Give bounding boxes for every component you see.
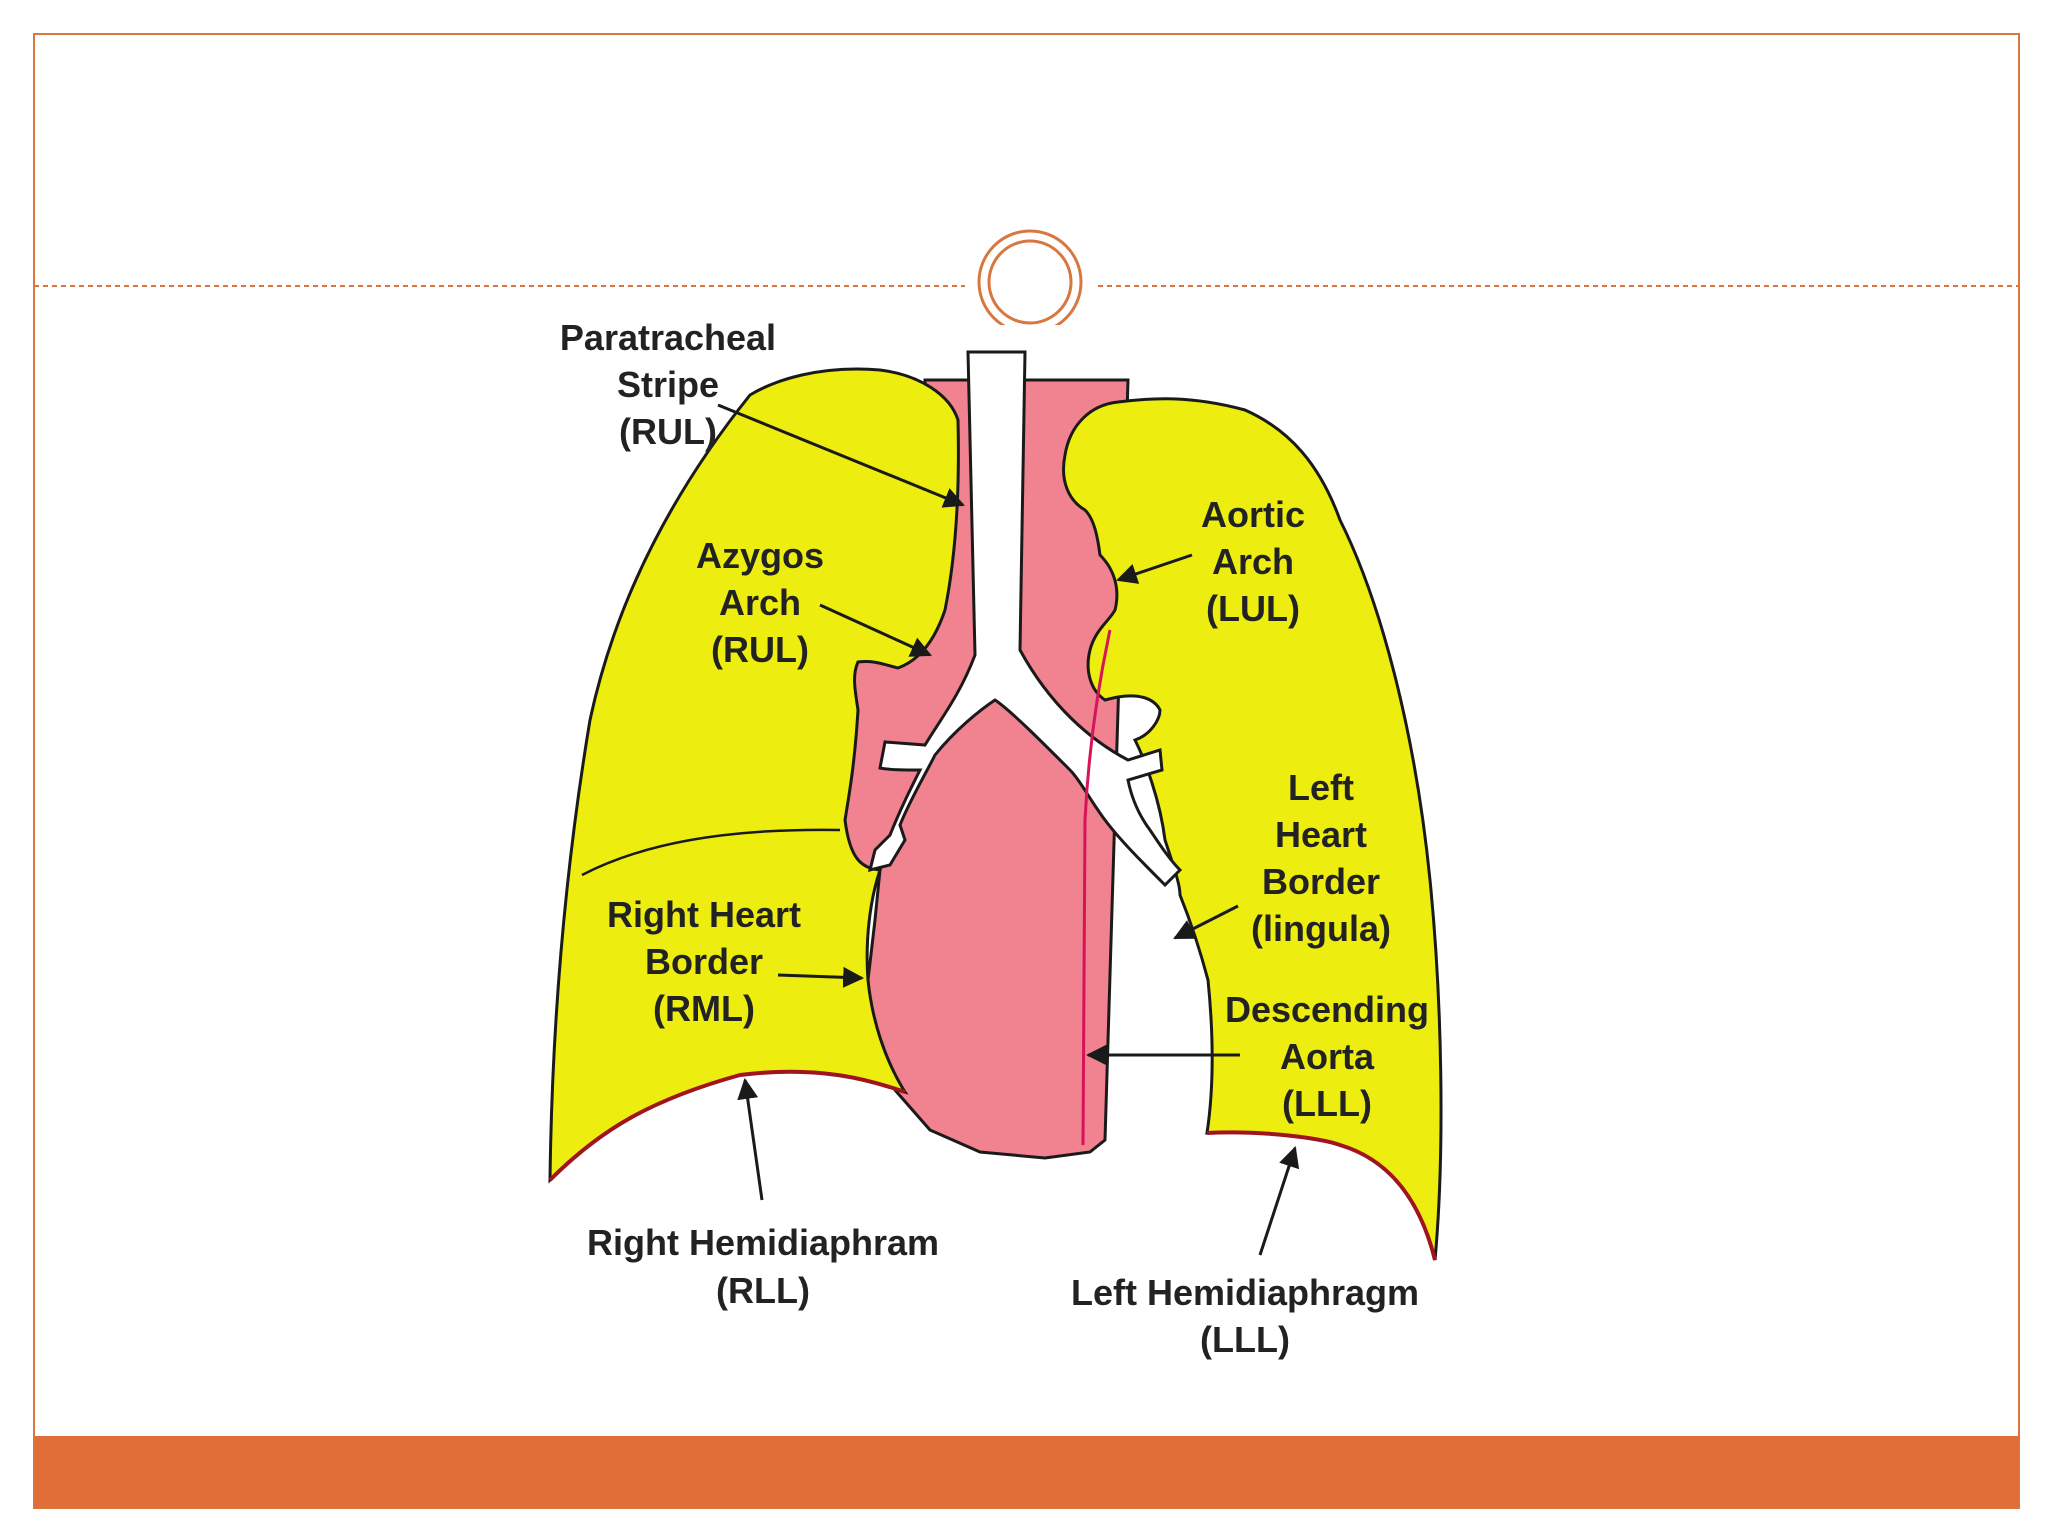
label-right-heart-line3: (RML): [653, 988, 755, 1029]
right-hemi-arrow: [737, 1077, 764, 1201]
label-paratracheal-line3: (RUL): [619, 411, 717, 452]
label-paratracheal-line2: Stripe: [617, 364, 719, 405]
right-heart-arrow: [777, 966, 865, 988]
left-heart-arrow: [1173, 904, 1239, 940]
label-right-heart-line1: Right Heart: [607, 894, 801, 935]
label-left-hemi-line2: (LLL): [1200, 1319, 1290, 1360]
trachea: [867, 350, 1183, 888]
label-right-hemidiaphragm: Right Hemidiaphram (RLL): [587, 1222, 939, 1311]
left-hemi-arrow: [1258, 1146, 1300, 1256]
label-aortic: Aortic Arch (LUL): [1201, 494, 1305, 629]
label-paratracheal: Paratracheal Stripe (RUL): [560, 317, 776, 452]
label-right-hemi-line2: (RLL): [716, 1270, 810, 1311]
label-azygos-line1: Azygos: [696, 535, 824, 576]
label-right-hemi-line1: Right Hemidiaphram: [587, 1222, 939, 1263]
label-left-heart-line2: Heart: [1275, 814, 1367, 855]
label-left-heart: Left Heart Border (lingula): [1251, 767, 1391, 949]
label-right-heart-line2: Border: [645, 941, 763, 982]
label-right-heart: Right Heart Border (RML): [607, 894, 801, 1029]
label-left-heart-line4: (lingula): [1251, 908, 1391, 949]
ornament-inner-ring: [987, 239, 1073, 325]
footer-bar: [34, 1436, 2019, 1508]
label-left-heart-line3: Border: [1262, 861, 1380, 902]
azygos-arrow: [819, 603, 932, 657]
label-descending-line2: Aorta: [1280, 1036, 1375, 1077]
left-lung: [1062, 397, 1443, 1261]
label-aortic-line1: Aortic: [1201, 494, 1305, 535]
label-azygos-line2: Arch: [719, 582, 801, 623]
label-azygos: Azygos Arch (RUL): [696, 535, 824, 670]
label-descending-line3: (LLL): [1282, 1083, 1372, 1124]
left-hemidiaphragm-line: [1206, 1130, 1437, 1261]
label-descending-aorta: Descending Aorta (LLL): [1225, 989, 1429, 1124]
label-paratracheal-line1: Paratracheal: [560, 317, 776, 358]
label-left-heart-line1: Left: [1288, 767, 1354, 808]
label-left-hemidiaphragm: Left Hemidiaphragm (LLL): [1071, 1272, 1419, 1360]
paratracheal-arrow: [717, 403, 965, 508]
descending-aorta-line: [1081, 629, 1112, 1146]
aortic-arrow: [1116, 553, 1193, 584]
horizontal-fissure: [581, 828, 841, 877]
label-left-hemi-line1: Left Hemidiaphragm: [1071, 1272, 1419, 1313]
label-azygos-line3: (RUL): [711, 629, 809, 670]
label-descending-line1: Descending: [1225, 989, 1429, 1030]
label-aortic-line2: Arch: [1212, 541, 1294, 582]
right-hemidiaphragm-line: [548, 1069, 906, 1182]
label-aortic-line3: (LUL): [1206, 588, 1300, 629]
